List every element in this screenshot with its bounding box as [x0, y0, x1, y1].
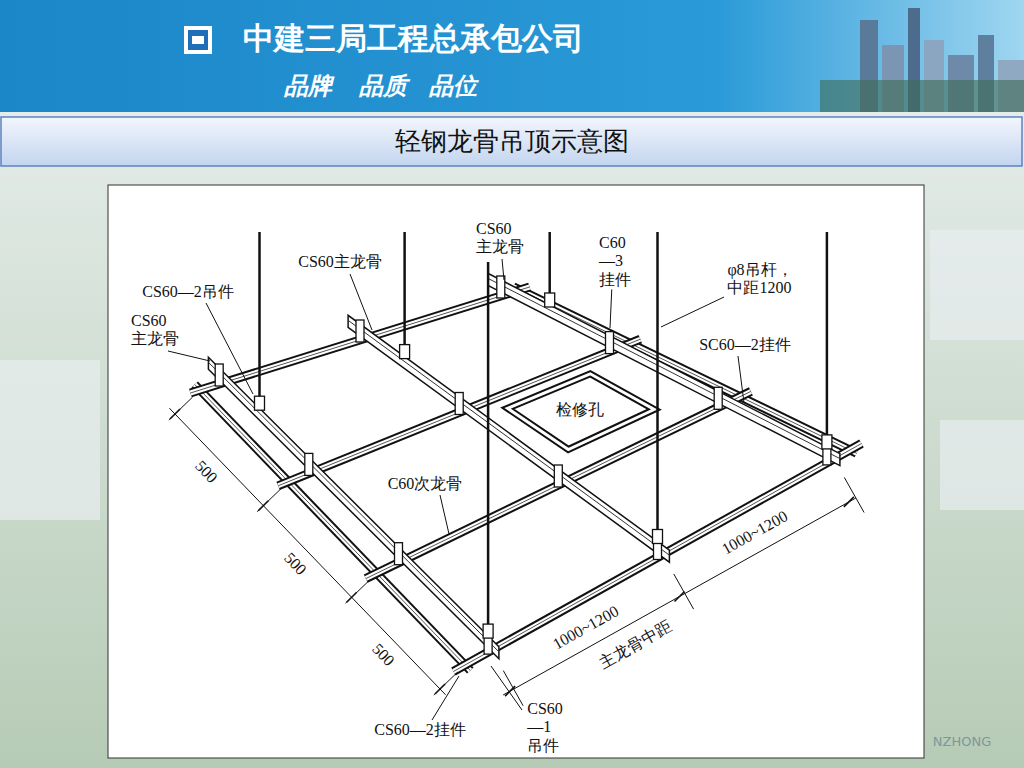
keel-clip	[356, 320, 364, 342]
secondary-keel	[278, 339, 640, 486]
secondary-keel	[278, 339, 640, 486]
leader-line	[350, 274, 372, 330]
rod-hanger	[400, 345, 410, 359]
part-label: C60—3 挂件	[597, 234, 633, 289]
leader-line	[432, 676, 459, 720]
secondary-keel	[190, 287, 529, 393]
ceiling-drawing	[168, 232, 864, 720]
rod-hanger	[255, 396, 265, 410]
keel-clip	[305, 453, 313, 475]
leader-line	[502, 259, 504, 280]
watermark: NZHONG	[933, 735, 991, 750]
keel-clip	[554, 465, 562, 487]
hanger-rod	[826, 232, 829, 443]
secondary-keel	[366, 391, 751, 578]
dimension-tick	[844, 497, 854, 507]
keel-clip	[714, 387, 722, 409]
rod-hanger	[483, 624, 493, 638]
dimension-text: 500	[367, 639, 400, 672]
dimension-line	[169, 408, 445, 695]
keel-clip	[606, 332, 614, 354]
main-keel-flange	[348, 320, 669, 555]
extension-line	[257, 489, 281, 512]
leader-line	[738, 356, 744, 403]
keel-clip	[395, 543, 403, 565]
hanger-rod	[548, 232, 551, 301]
rod-hanger	[653, 530, 663, 544]
part-label: CS60—2吊件	[140, 283, 236, 301]
leader-line	[491, 666, 522, 710]
company-name: 中建三局工程总承包公司	[243, 21, 584, 57]
dimension-text: 500	[279, 548, 312, 581]
company-logo	[184, 26, 212, 54]
extension-line	[844, 477, 864, 512]
part-label: CS60主龙骨	[296, 253, 384, 271]
dimension-line	[503, 498, 856, 695]
title-band	[1, 117, 1022, 166]
hanger-rod	[403, 232, 406, 353]
slogan-word: 品质	[359, 73, 407, 101]
part-label: CS60—1 吊件	[525, 700, 565, 755]
slogan-word: 品位	[429, 73, 477, 101]
part-label: φ8吊杆， 中距1200	[725, 261, 794, 298]
part-label: C60次龙骨	[386, 475, 465, 493]
rod-hanger	[822, 435, 832, 449]
leader-line	[661, 297, 724, 327]
leader-line	[610, 284, 612, 328]
hanger-rod	[258, 232, 261, 404]
extension-line	[345, 581, 369, 604]
secondary-keel	[278, 339, 640, 486]
dimension-tick	[170, 409, 180, 419]
dimension-tick	[258, 501, 268, 511]
main-keel-flange	[208, 362, 499, 652]
drawing-panel	[108, 185, 924, 758]
part-label: SC60—2挂件	[697, 336, 793, 354]
header-band	[0, 0, 1024, 112]
diagram-title: 轻钢龙骨吊顶示意图	[395, 127, 629, 157]
dimension-text: 1000~1200	[717, 506, 793, 559]
access-hole-frame	[508, 374, 655, 450]
leader-line	[440, 495, 449, 534]
main-keel	[208, 357, 499, 659]
part-label: CS60 主龙骨	[474, 220, 526, 257]
access-hole-label: 检修孔	[554, 401, 606, 419]
secondary-keel	[190, 287, 529, 393]
background	[0, 112, 1024, 768]
hanger-rod	[656, 232, 659, 538]
part-label: CS60 主龙骨	[129, 312, 181, 349]
leader-line	[206, 303, 253, 394]
slogan-word: 品牌	[284, 73, 332, 101]
secondary-keel	[366, 391, 751, 578]
secondary-keel	[366, 391, 751, 578]
hanger-rod	[487, 262, 490, 632]
dimension-tick	[675, 592, 685, 602]
skyline	[820, 8, 1024, 112]
dimension-tick	[347, 592, 357, 602]
rod-hanger	[545, 293, 555, 307]
dimension-tick	[435, 684, 445, 694]
leader-line	[168, 351, 210, 361]
secondary-keel	[190, 287, 529, 393]
access-hole-frame	[508, 374, 655, 450]
extension-line	[674, 574, 694, 609]
dimension-text: 500	[190, 456, 223, 489]
part-label: CS60—2挂件	[372, 721, 468, 739]
extension-line	[169, 397, 193, 420]
main-keel-flange	[488, 278, 840, 458]
keel-clip	[455, 393, 463, 415]
keel-clip	[215, 364, 223, 386]
main-keel	[488, 273, 840, 465]
